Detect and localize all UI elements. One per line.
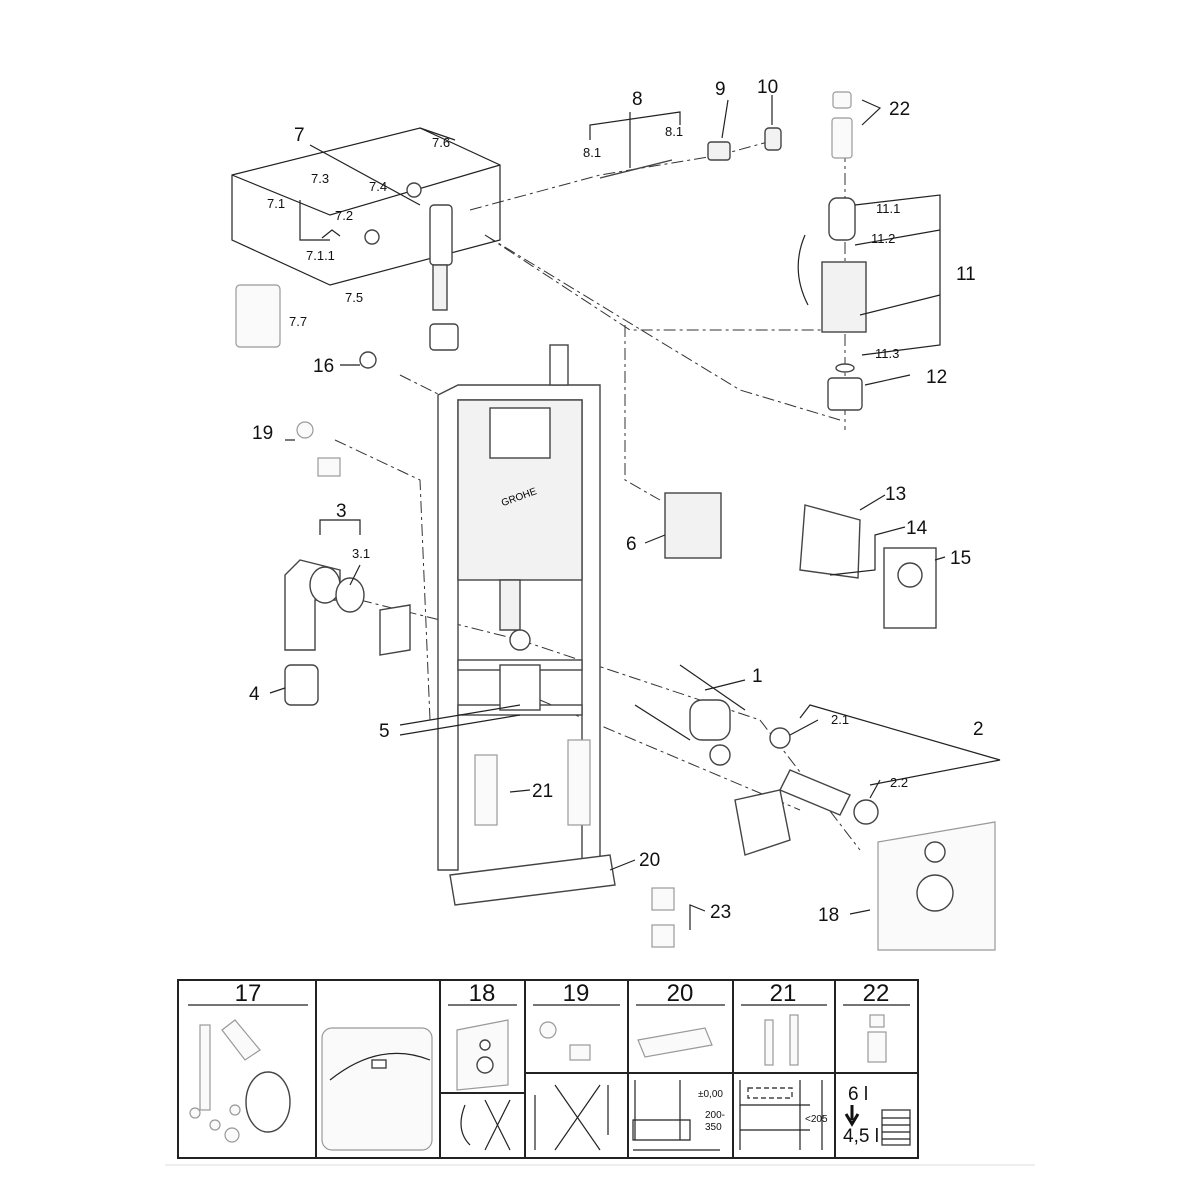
label-11-3: 11.3 [875, 346, 899, 361]
cell-17-parts-illustration [189, 1019, 291, 1143]
seal-bag-icon [235, 284, 281, 348]
label-2: 2 [973, 719, 984, 740]
label-5: 5 [379, 721, 390, 742]
label-7-4: 7.4 [369, 179, 387, 194]
fill-valve-assembly [231, 127, 501, 351]
label-11-2: 11.2 [871, 231, 895, 246]
label-11: 11 [956, 264, 976, 285]
installation-frame: GROHE [296, 344, 616, 906]
label-8-1-right: 8.1 [665, 124, 683, 139]
height-range-top: 200- [705, 1110, 725, 1121]
label-22: 22 [889, 99, 910, 120]
label-7-6: 7.6 [432, 135, 450, 150]
table-header-22: 22 [863, 980, 890, 1007]
label-1: 1 [752, 666, 763, 687]
label-3: 3 [336, 501, 347, 522]
flush-reduced-volume: 4,5 l [843, 1126, 879, 1147]
table-header-21: 21 [770, 980, 797, 1007]
flush-valve-assembly [797, 91, 867, 411]
cell-21-bracket-illustration: <205 [739, 1014, 828, 1150]
label-7-3: 7.3 [311, 171, 329, 186]
label-11-1: 11.1 [876, 201, 900, 216]
label-7-7: 7.7 [289, 314, 307, 329]
label-16: 16 [313, 356, 334, 377]
label-13: 13 [885, 484, 906, 505]
supply-hose-assembly [599, 127, 782, 179]
label-18: 18 [818, 905, 839, 926]
label-7-1-1: 7.1.1 [306, 248, 335, 263]
accessory-table: 17 18 19 20 21 22 [165, 979, 1035, 1166]
label-6: 6 [626, 534, 637, 555]
cell-19-fixing-illustration [534, 1021, 609, 1151]
label-7: 7 [294, 125, 305, 146]
max-depth-note: <205 [805, 1114, 828, 1125]
label-4: 4 [249, 684, 260, 705]
label-19: 19 [252, 423, 273, 444]
label-3-1: 3.1 [352, 546, 370, 561]
cell-20-foot-bracket-illustration: ±0,00 200- 350 [632, 1027, 725, 1151]
label-15: 15 [950, 548, 971, 569]
table-header-17: 17 [235, 980, 262, 1007]
cell-wc-illustration [321, 1027, 433, 1151]
callout-leaders [269, 95, 1001, 930]
height-range-bottom: 350 [705, 1122, 722, 1133]
label-7-5: 7.5 [345, 290, 363, 305]
label-7-2: 7.2 [335, 208, 353, 223]
table-header-18: 18 [469, 980, 496, 1007]
cell-18-sound-mat-illustration [456, 1019, 511, 1151]
label-21: 21 [532, 781, 553, 802]
label-12: 12 [926, 367, 947, 388]
label-14: 14 [906, 518, 928, 539]
cell-22-flush-illustration: 6 l 4,5 l [843, 1014, 911, 1147]
label-2-1: 2.1 [831, 712, 849, 727]
label-9: 9 [715, 79, 726, 100]
label-8-1-left: 8.1 [583, 145, 601, 160]
arrow-down-icon [844, 1105, 860, 1127]
table-header-20: 20 [667, 980, 694, 1007]
label-20: 20 [639, 850, 660, 871]
label-8: 8 [632, 89, 643, 110]
callout-labels: 7 7.6 7.3 7.4 7.1 7.2 7.1.1 7.5 7.7 8 8.… [249, 77, 984, 926]
label-2-2: 2.2 [890, 775, 908, 790]
drain-bend [284, 559, 411, 706]
label-10: 10 [757, 77, 778, 98]
label-23: 23 [710, 902, 731, 923]
connection-parts [634, 492, 996, 951]
table-header-19: 19 [563, 980, 590, 1007]
flush-full-volume: 6 l [848, 1084, 868, 1105]
label-7-1: 7.1 [267, 196, 285, 211]
level-note: ±0,00 [698, 1089, 723, 1100]
